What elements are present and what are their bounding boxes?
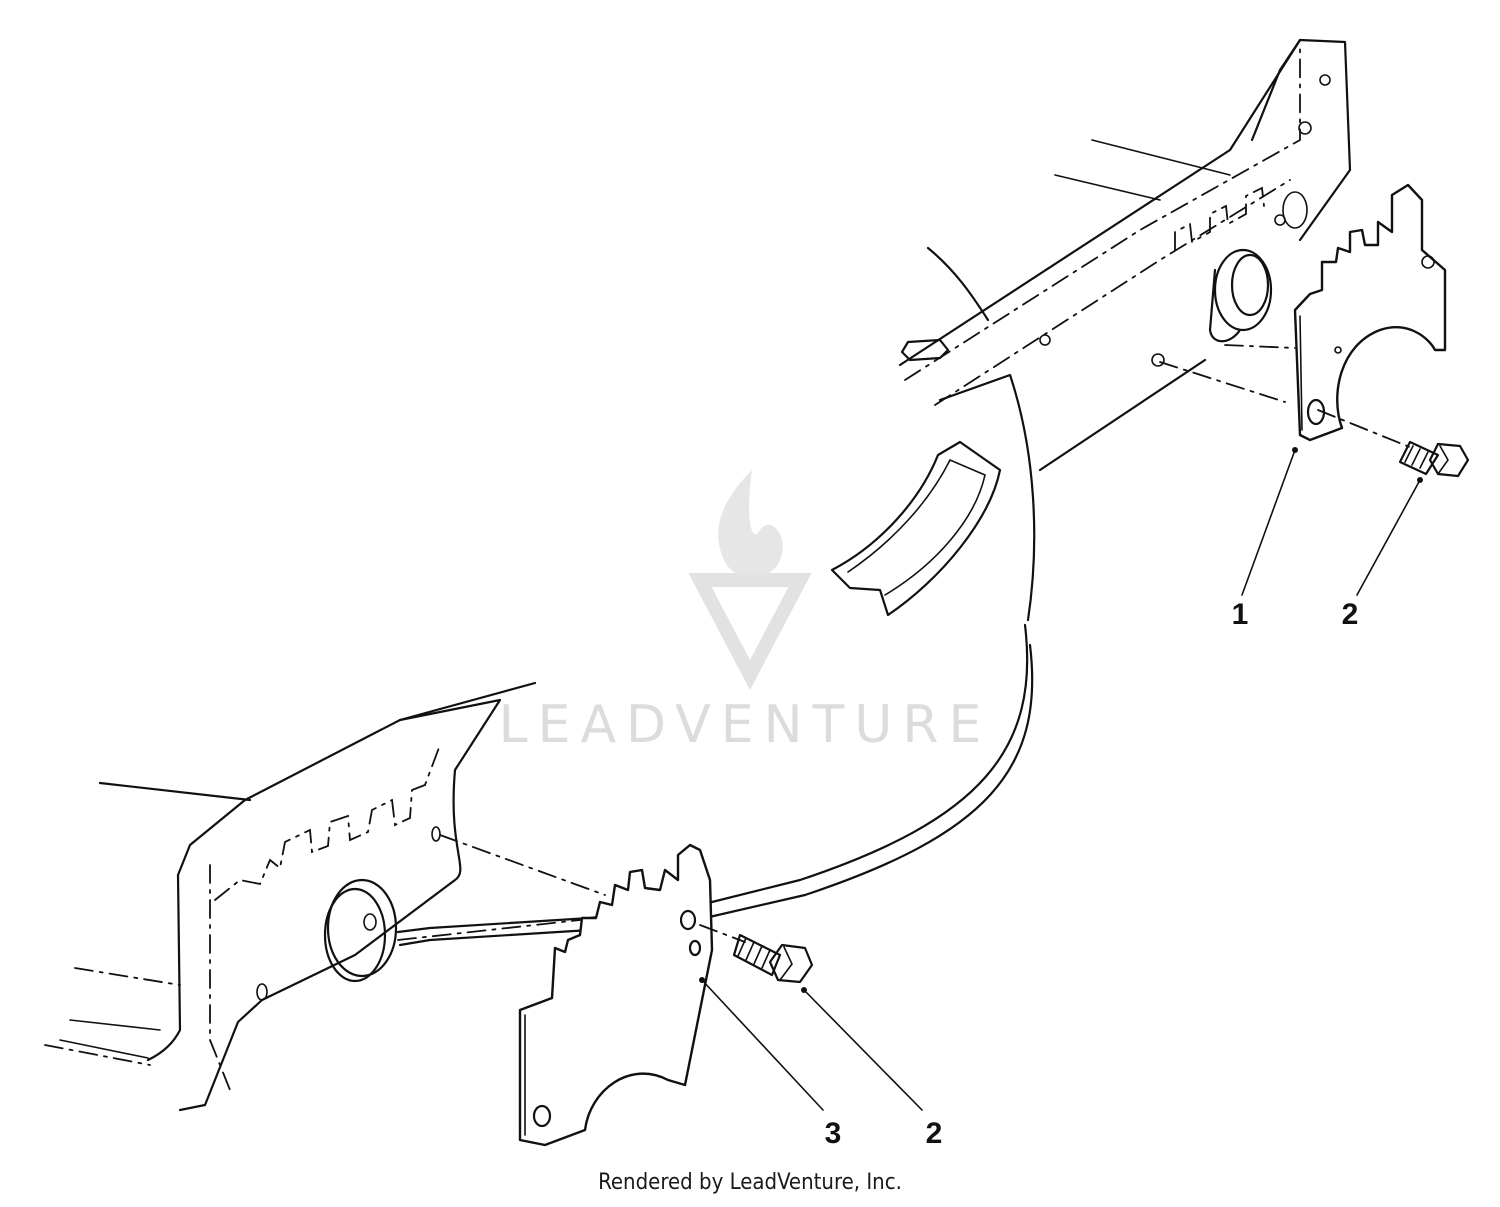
- lower-height-adjust-plate: [518, 843, 714, 1147]
- watermark: LEADVENTURE: [499, 470, 992, 755]
- callout-1: 1: [1232, 598, 1249, 631]
- callout-2-bottom: 2: [926, 1117, 943, 1150]
- callout-leaders: [699, 447, 1423, 1111]
- lower-deck-housing: [44, 681, 606, 1112]
- upper-bolt: [1317, 409, 1470, 478]
- callout-2-top: 2: [1342, 598, 1359, 631]
- watermark-text: LEADVENTURE: [499, 695, 992, 755]
- footer-credit: Rendered by LeadVenture, Inc.: [598, 1170, 902, 1195]
- upper-height-adjust-plate: [1293, 183, 1447, 442]
- lower-bushing: [323, 878, 398, 983]
- callout-3: 3: [825, 1117, 842, 1150]
- upper-bushing: [1208, 191, 1308, 343]
- watermark-flame-logo: [688, 470, 812, 691]
- lower-bolt: [699, 924, 814, 984]
- handle-grip: [830, 440, 1002, 617]
- upper-deck-housing: [898, 38, 1352, 622]
- handle-wire: [396, 623, 1034, 947]
